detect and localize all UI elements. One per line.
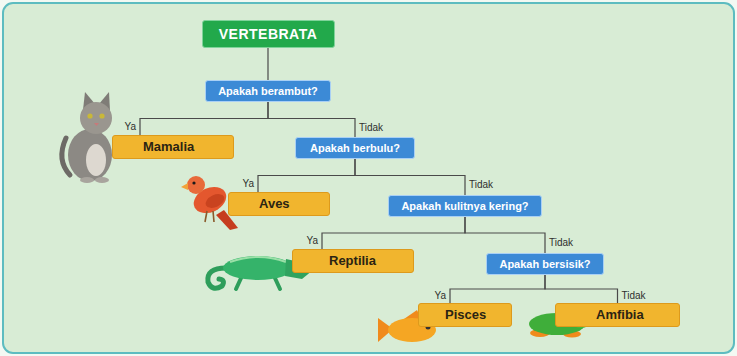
- cat-picture: [62, 92, 112, 183]
- cat-picture-part: [80, 177, 94, 183]
- bird-picture-part: [187, 176, 205, 194]
- branch-line: [450, 275, 545, 303]
- cat-picture-part: [94, 123, 99, 126]
- branch-label: Ya: [242, 178, 256, 190]
- branch-line: [140, 102, 268, 135]
- bird-picture-part: [203, 191, 226, 210]
- branch-label: Tidak: [621, 290, 647, 302]
- branch-line: [465, 217, 545, 253]
- cat-picture-part: [87, 113, 92, 118]
- class-box: Amfibia: [555, 303, 680, 327]
- branch-label: Ya: [124, 121, 138, 133]
- node-text: Apakah berambut?: [218, 85, 318, 98]
- node-text: Amfibia: [596, 308, 644, 323]
- question-box: Apakah berambut?: [205, 80, 331, 102]
- branch-line: [258, 159, 355, 192]
- branch-line: [267, 48, 268, 80]
- question-box: Apakah kulitnya kering?: [388, 195, 542, 217]
- branch-label: Tidak: [358, 122, 384, 134]
- cat-picture-part: [95, 177, 109, 183]
- branch-label: Ya: [434, 290, 448, 302]
- cat-picture-part: [68, 129, 112, 181]
- class-box: Reptilia: [292, 249, 414, 273]
- node-text: Apakah kulitnya kering?: [401, 200, 528, 213]
- cat-picture-part: [86, 144, 106, 176]
- chameleon-picture-part: [208, 268, 226, 288]
- bird-picture-part: [205, 211, 207, 222]
- node-text: Apakah bersisik?: [499, 258, 590, 271]
- branch-line: [545, 275, 618, 303]
- node-text: Reptilia: [329, 254, 376, 269]
- question-box: Apakah bersisik?: [486, 253, 604, 275]
- branch-label: Ya: [306, 235, 320, 247]
- bird-picture-part: [181, 183, 188, 190]
- question-box: Apakah berbulu?: [295, 137, 415, 159]
- branch-line: [322, 217, 465, 249]
- branch-label: Tidak: [468, 179, 494, 191]
- class-box: Mamalia: [112, 135, 234, 159]
- cat-picture-part: [80, 102, 112, 134]
- branch-line: [268, 102, 355, 137]
- node-text: Apakah berbulu?: [310, 142, 400, 155]
- node-text: Pisces: [445, 308, 486, 323]
- node-text: Mamalia: [143, 140, 194, 155]
- chameleon-picture-part: [223, 256, 293, 280]
- background-panel: [3, 3, 734, 353]
- node-text: Aves: [259, 197, 290, 212]
- bird-picture-part: [213, 211, 214, 222]
- class-box: Pisces: [418, 303, 512, 327]
- node-text: VERTEBRATA: [219, 26, 318, 42]
- root-box: VERTEBRATA: [202, 20, 335, 48]
- class-box: Aves: [228, 192, 330, 216]
- bird-picture-part: [192, 181, 195, 184]
- chameleon-picture-part: [230, 257, 286, 262]
- branch-line: [355, 159, 465, 195]
- cat-picture-part: [99, 113, 104, 118]
- branch-label: Tidak: [548, 237, 574, 249]
